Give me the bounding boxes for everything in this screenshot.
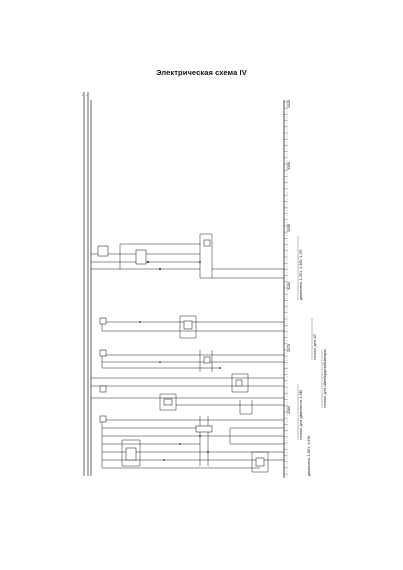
svg-text:•: • — [86, 93, 87, 97]
left-bus-rails — [83, 92, 92, 476]
notes: двигатель 1,2Ei; 1,3Ei; 1,3S только для … — [297, 236, 327, 476]
grid-number: 3310 — [287, 100, 291, 108]
note-engine-16-variants: двигатель 1,6Ei; 1,6Si — [306, 436, 311, 476]
grid-number: 3300 — [287, 162, 291, 170]
grid-numbers: 3310 3300 3290 3280 3270 3260 — [287, 100, 291, 414]
note-engine-1: двигатель 1,2Ei; 1,3Ei; 1,3S — [298, 249, 303, 300]
svg-text:•: • — [82, 93, 83, 97]
grid-number: 3270 — [287, 344, 291, 352]
note-switzerland-sweden: только для Швейцарии/Швеции — [322, 349, 327, 408]
grid-number: 3260 — [287, 406, 291, 414]
wires — [91, 233, 284, 473]
note-engine-16: только для двигателя 1,6Ei — [298, 390, 303, 440]
grid-number: 3290 — [287, 224, 291, 232]
rail-markers: •• — [82, 93, 87, 97]
components — [97, 239, 265, 467]
note-at: только для AT — [312, 333, 317, 360]
grid-ticks — [284, 101, 288, 475]
grid-number: 3280 — [287, 282, 291, 290]
diagram-title: Электрическая схема IV — [156, 68, 247, 77]
connector-dots — [139, 261, 221, 461]
reference-rail — [283, 100, 288, 478]
